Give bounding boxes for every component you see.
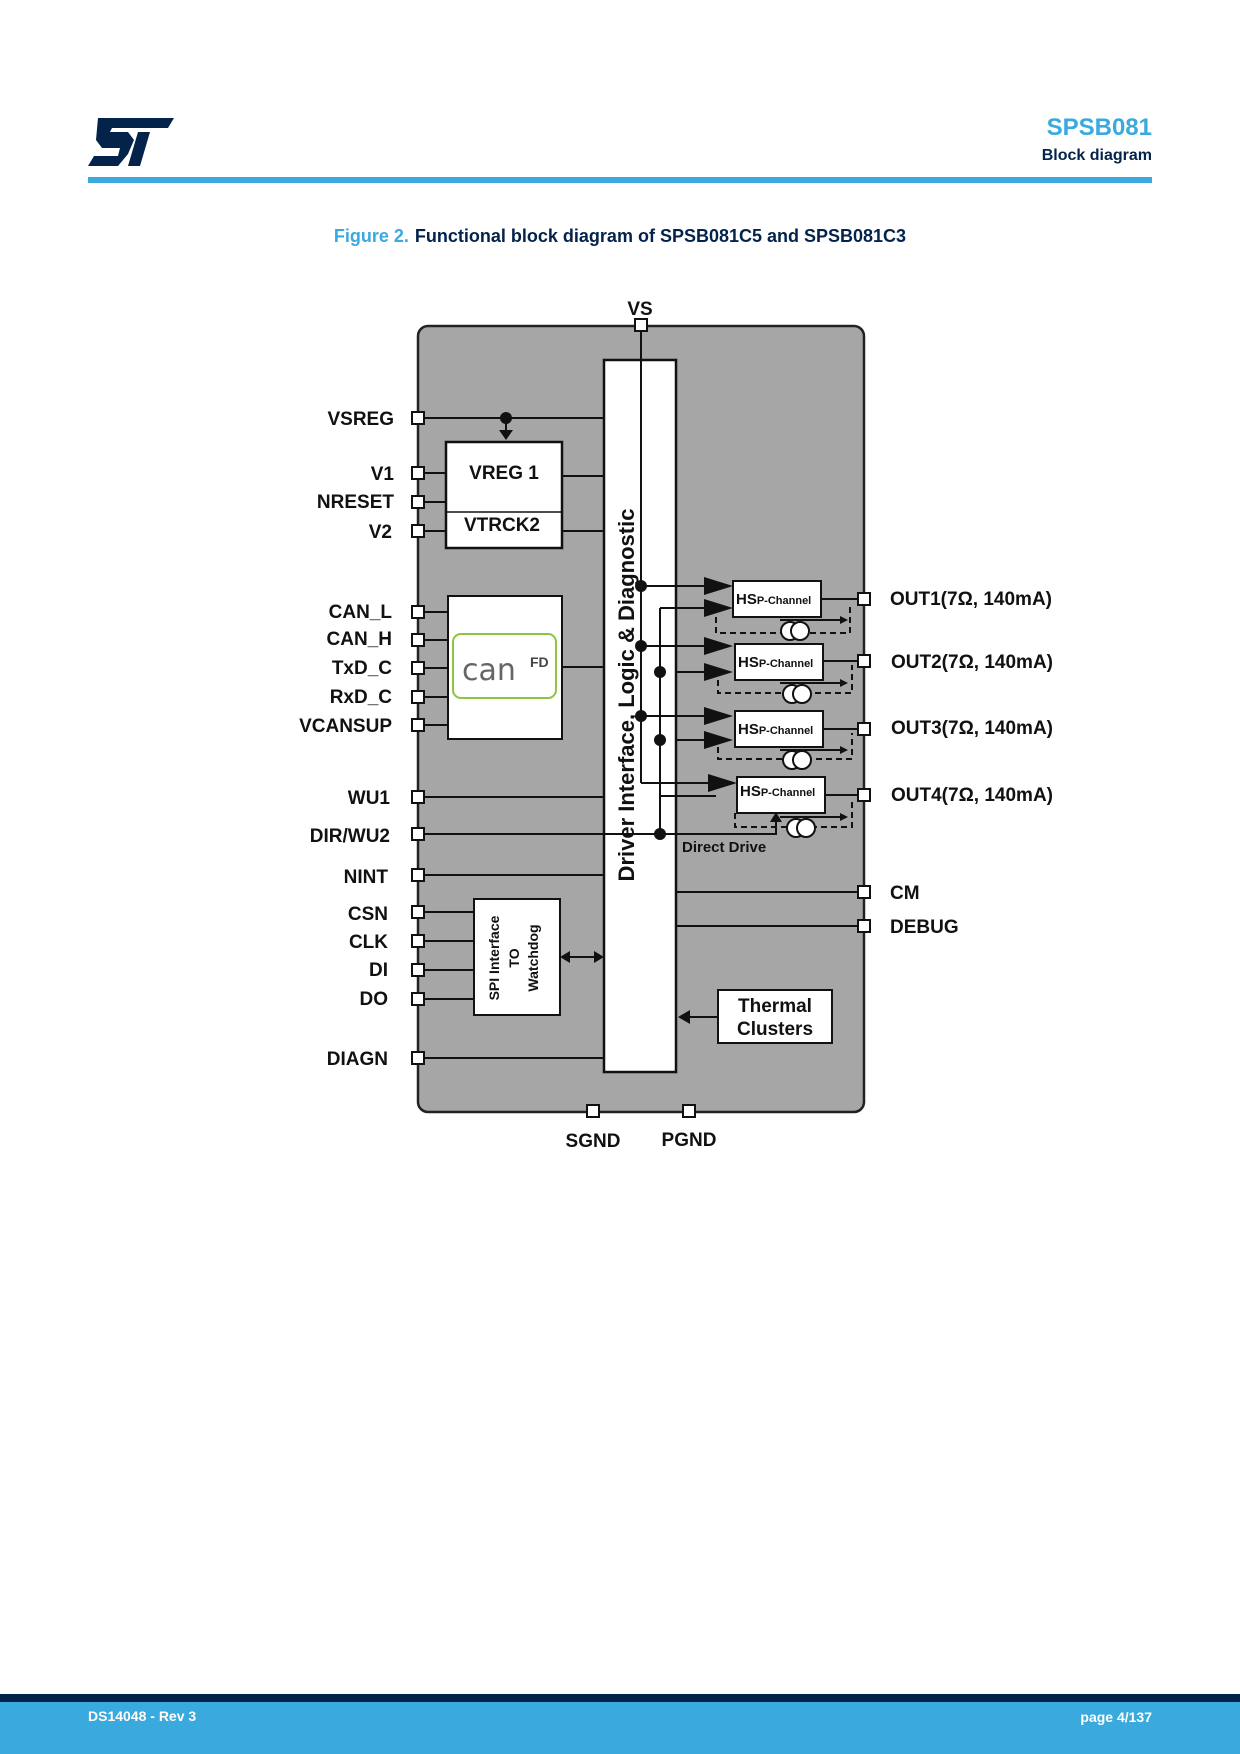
direct-drive-label: Direct Drive: [682, 839, 766, 856]
footer-doc-id: DS14048 - Rev 3: [88, 1708, 197, 1724]
pin-label-v2: V2: [369, 522, 392, 543]
pin-label-nreset: NRESET: [317, 492, 394, 513]
figure-title: Functional block diagram of SPSB081C5 an…: [414, 226, 907, 246]
pin-label-vs: VS: [627, 299, 652, 320]
right-pin-labels: OUT1(7Ω, 140mA) OUT2(7Ω, 140mA) OUT3(7Ω,…: [890, 589, 1053, 938]
pin-label-out2: OUT2(7Ω, 140mA): [891, 652, 1053, 673]
svg-text:HSP-Channel: HSP-Channel: [740, 783, 815, 800]
hs-channel-blocks: [732, 580, 826, 814]
hs-channel-4: [736, 776, 826, 814]
pin-label-dir-wu2: DIR/WU2: [310, 826, 390, 847]
hs-suffix-2: P-Channel: [759, 658, 813, 670]
vreg-block: [444, 440, 564, 550]
pin-label-clk: CLK: [349, 932, 388, 953]
document-title: SPSB081: [1046, 114, 1152, 141]
pin-label-vsreg: VSREG: [327, 409, 394, 430]
pin-label-can-h: CAN_H: [327, 629, 392, 650]
spi-label-3: Watchdog: [525, 924, 541, 991]
spi-label-1: SPI Interface: [486, 915, 502, 1000]
left-pin-squares: [411, 411, 425, 1065]
block-diagram: VS Driver Interface, Logic & Diagnostic …: [299, 299, 1053, 1152]
svg-text:HSP-Channel: HSP-Channel: [738, 721, 813, 738]
pin-label-vcansup: VCANSUP: [299, 716, 392, 737]
hs-suffix-1: P-Channel: [757, 595, 811, 607]
can-logo-text: can: [462, 653, 516, 688]
pin-label-debug: DEBUG: [890, 917, 959, 938]
figure-caption: Figure 2.Functional block diagram of SPS…: [0, 226, 1240, 247]
thermal-label-2: Clusters: [737, 1019, 813, 1040]
pin-pgnd: [682, 1104, 696, 1118]
hs-junction-dots: [635, 580, 666, 840]
vtrck-label: VTRCK2: [464, 515, 540, 536]
pin-label-csn: CSN: [348, 904, 388, 925]
hs-prefix-1: HS: [736, 591, 757, 608]
hs-channel-labels: HSP-Channel HSP-Channel HSP-Channel HSP-…: [736, 591, 815, 800]
footer-page-number: page 4/137: [1080, 1709, 1152, 1725]
footer-rule: [0, 1694, 1240, 1702]
can-fd-logo: [452, 633, 557, 699]
pin-label-diagn: DIAGN: [327, 1049, 388, 1070]
hs-prefix-2: HS: [738, 654, 759, 671]
header-rule: [88, 177, 1152, 183]
pin-label-pgnd: PGND: [662, 1130, 717, 1151]
footer-bar: [0, 1702, 1240, 1754]
pin-label-out4: OUT4(7Ω, 140mA): [891, 785, 1053, 806]
hs-output-arrowheads: [840, 616, 848, 821]
pin-label-out3: OUT3(7Ω, 140mA): [891, 718, 1053, 739]
st-logo: [88, 118, 174, 166]
pin-sgnd: [586, 1104, 600, 1118]
pin-label-rxd-c: RxD_C: [330, 687, 393, 708]
hs-prefix-4: HS: [740, 783, 761, 800]
pin-label-cm: CM: [890, 883, 920, 904]
right-pin-squares: [857, 592, 871, 933]
svg-text:HSP-Channel: HSP-Channel: [738, 654, 813, 671]
can-fd-text: FD: [530, 654, 549, 670]
core-logic-label: Driver Interface, Logic & Diagnostic: [614, 509, 639, 882]
section-title: Block diagram: [1041, 147, 1152, 164]
pin-label-txd-c: TxD_C: [332, 658, 392, 679]
hs-suffix-4: P-Channel: [761, 787, 815, 799]
vreg-label: VREG 1: [469, 463, 539, 484]
hs-prefix-3: HS: [738, 721, 759, 738]
pin-vs: [634, 318, 648, 332]
left-pin-wires: [424, 472, 660, 1059]
thermal-block: [717, 989, 833, 1044]
hs-suffix-3: P-Channel: [759, 725, 813, 737]
hs-arrowheads: [704, 577, 737, 792]
svg-text:HSP-Channel: HSP-Channel: [736, 591, 811, 608]
thermal-label-1: Thermal: [738, 996, 812, 1017]
pin-label-nint: NINT: [344, 867, 389, 888]
left-pin-labels: VSREG V1 NRESET V2 CAN_L CAN_H TxD_C RxD…: [299, 409, 394, 1070]
hs-channel-1: [732, 580, 822, 618]
pin-label-v1: V1: [371, 464, 395, 485]
figure-number: Figure 2.: [333, 226, 409, 246]
pin-label-di: DI: [369, 960, 388, 981]
pin-label-out1: OUT1(7Ω, 140mA): [890, 589, 1052, 610]
pin-label-sgnd: SGND: [566, 1131, 621, 1152]
pin-label-wu1: WU1: [348, 788, 391, 809]
pin-label-do: DO: [360, 989, 389, 1010]
spi-label-2: TO: [506, 948, 522, 967]
pin-label-can-l: CAN_L: [329, 602, 393, 623]
spi-block: [473, 898, 561, 1016]
